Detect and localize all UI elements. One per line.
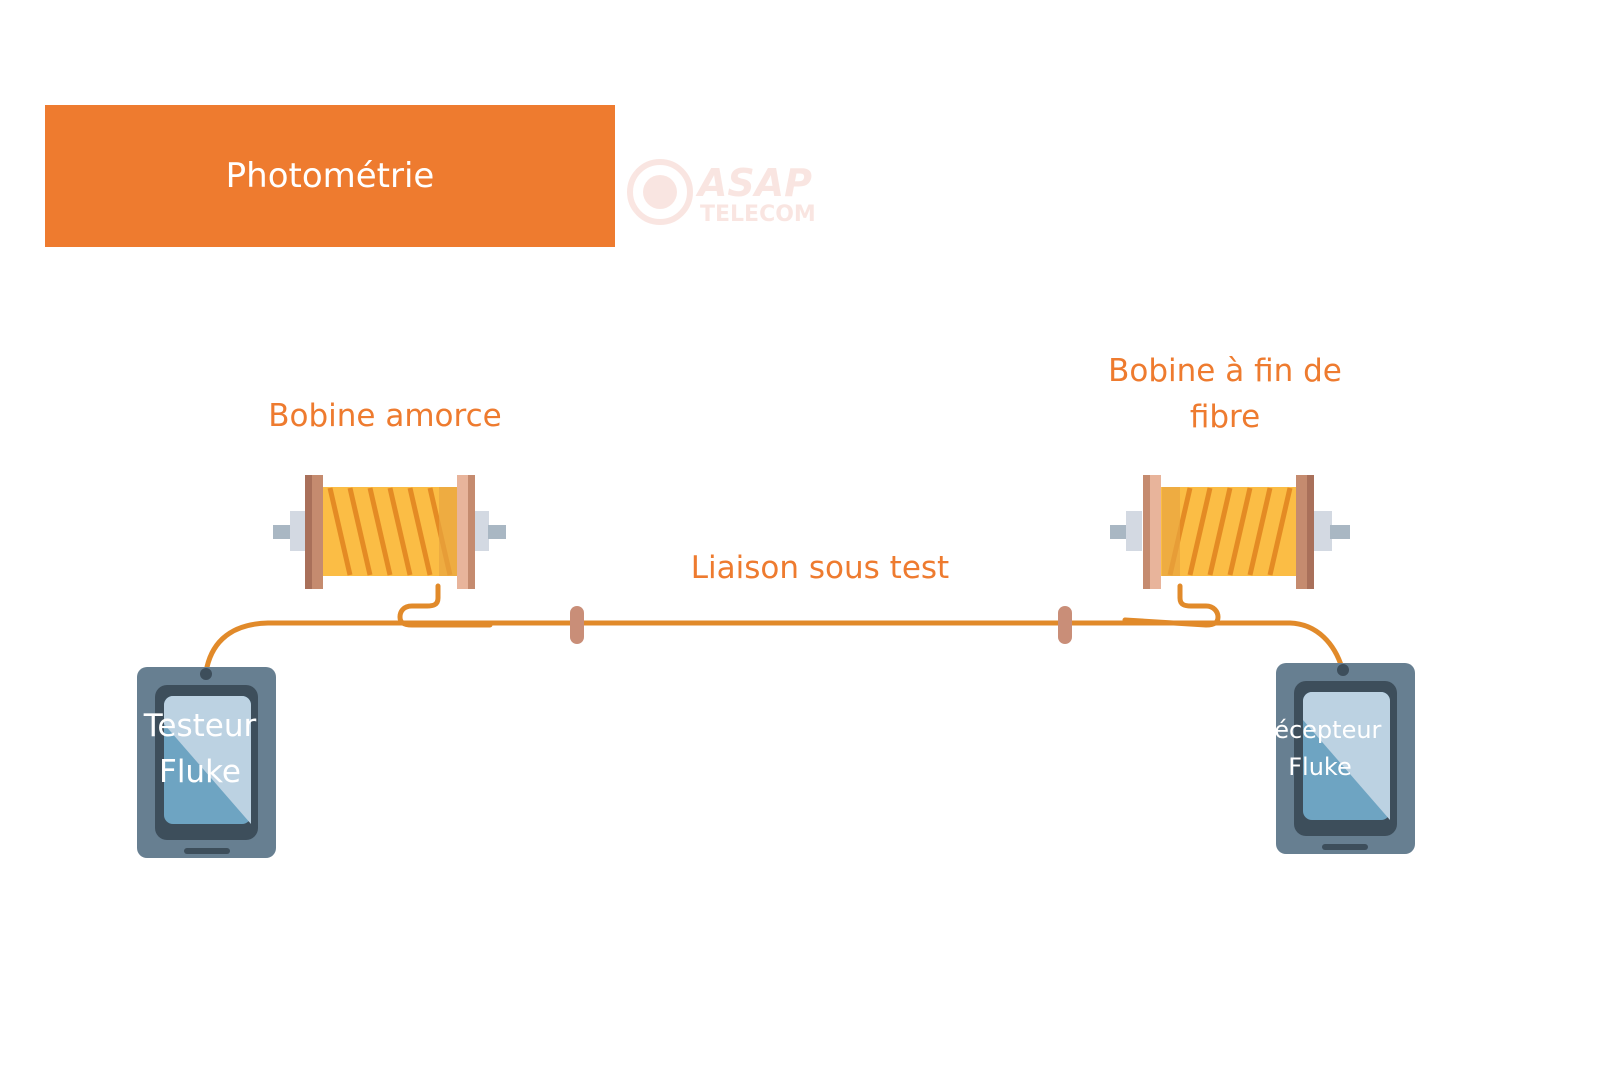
- recepteur-label: Récepteur Fluke: [1240, 712, 1400, 786]
- label-bobine-amorce: Bobine amorce: [230, 393, 540, 439]
- tablet-icon-recepteur: [1276, 663, 1415, 854]
- page-title: Photométrie: [225, 156, 435, 196]
- watermark-line2: TELECOM: [700, 202, 816, 227]
- connector-icon-left: [570, 606, 584, 644]
- asap-logo-icon: ASAP TELECOM: [627, 159, 816, 227]
- spool-icon-fin: [1110, 475, 1350, 589]
- label-liaison-text: Liaison sous test: [690, 550, 950, 586]
- connector-icon-right: [1058, 606, 1072, 644]
- spool-icon-amorce: [273, 475, 506, 589]
- label-bobine-fin-line2: fibre: [1189, 399, 1261, 435]
- recepteur-line2: Fluke: [1288, 753, 1352, 781]
- label-bobine-fin-line1: Bobine à fin de: [1108, 353, 1342, 389]
- recepteur-line1: Récepteur: [1258, 716, 1382, 744]
- watermark-line1: ASAP: [695, 161, 812, 205]
- tablet-icon-testeur: [137, 667, 276, 858]
- label-bobine-amorce-text: Bobine amorce: [268, 398, 502, 434]
- testeur-label: Testeur Fluke: [120, 703, 280, 795]
- title-banner: Photométrie: [45, 105, 615, 247]
- label-bobine-fin-de-fibre: Bobine à fin de fibre: [1055, 348, 1395, 440]
- fiber-cable: [203, 583, 1345, 675]
- testeur-line2: Fluke: [158, 754, 241, 790]
- testeur-line1: Testeur: [143, 708, 257, 744]
- label-liaison-sous-test: Liaison sous test: [630, 545, 1010, 591]
